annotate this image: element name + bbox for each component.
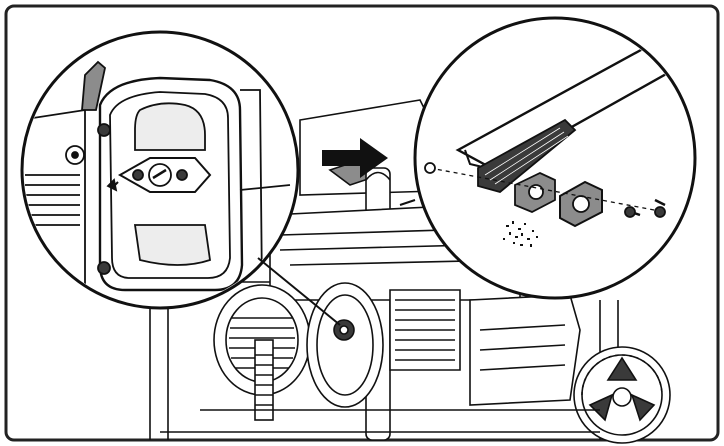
left-leader-line: [257, 257, 341, 326]
spark-arrestor-screen-icon: [477, 118, 577, 193]
debris-icon: [503, 221, 538, 247]
fastener-icon: [132, 169, 144, 181]
nut-icon: [424, 162, 436, 174]
cylinder-fins: [389, 289, 461, 371]
air-filter-cover-icon: [98, 76, 244, 292]
gasket-icon: [559, 180, 603, 228]
left-callout: [20, 30, 300, 310]
outer-border: [4, 4, 720, 442]
right-callout: [413, 16, 697, 300]
wheel: [573, 346, 671, 444]
recoil-starter: [306, 282, 384, 408]
screw-icon: [624, 198, 666, 218]
direction-arrow-icon: [322, 138, 388, 178]
right-leader-line: [399, 199, 416, 206]
